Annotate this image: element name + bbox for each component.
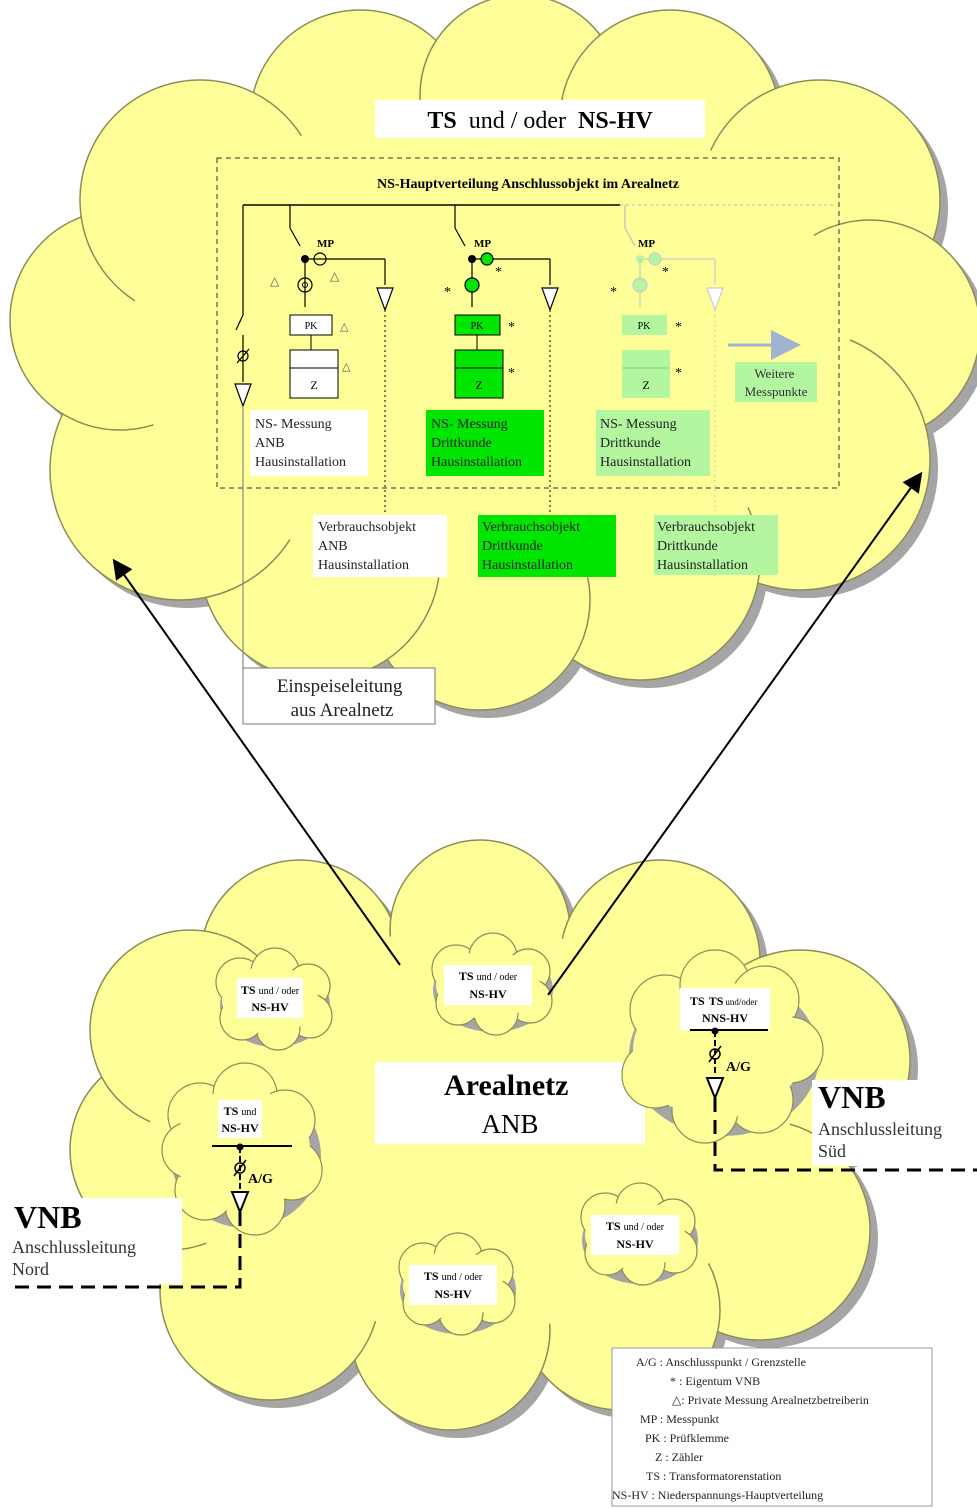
svg-text:NS-HV: NS-HV bbox=[221, 1121, 259, 1135]
svg-text:Z: Z bbox=[310, 378, 317, 392]
small-cloud-top: TS und / oder NS-HV bbox=[431, 932, 553, 1036]
svg-text:TS und / oder: TS und / oder bbox=[241, 983, 300, 997]
svg-text:PK: PK bbox=[305, 321, 319, 332]
svg-text:△: △ bbox=[342, 361, 351, 373]
feed-in-line bbox=[234, 314, 252, 668]
svg-text:Z: Z bbox=[642, 378, 649, 392]
einspeise-label: Einspeiseleitung aus Arealnetz bbox=[277, 676, 407, 721]
vnb-nord: VNB Anschlussleitung Nord bbox=[10, 1198, 242, 1289]
svg-text:MP: MP bbox=[474, 238, 491, 250]
svg-text:NS-HV: NS-HV bbox=[434, 1287, 472, 1301]
svg-text:Anschlussleitung Nord: Anschlussleitung Nord bbox=[12, 1237, 141, 1279]
small-cloud-tl: TS und / oder NS-HV bbox=[215, 947, 333, 1051]
svg-text:PK: PK bbox=[638, 321, 652, 332]
arealnetz-center-box bbox=[375, 1062, 645, 1144]
svg-text:Z: Z bbox=[475, 378, 482, 392]
svg-text:TS und / oder: TS und / oder bbox=[606, 1219, 665, 1233]
meter-future-label: NS- Messung Drittkunde Hausinstallation bbox=[600, 417, 691, 470]
svg-text:△: △ bbox=[270, 274, 280, 288]
svg-text:*: * bbox=[662, 265, 669, 280]
svg-text:NS-HV: NS-HV bbox=[251, 1000, 289, 1014]
svg-text:TS und / oder: TS und / oder bbox=[459, 969, 518, 983]
vo-drittkunde-label: Verbrauchsobjekt Drittkunde Hausinstalla… bbox=[482, 520, 583, 573]
top-title-box bbox=[375, 100, 705, 138]
meter-anb-label: NS- Messung ANB Hausinstallation bbox=[255, 417, 346, 470]
top-title: TS und / oder NS-HV bbox=[427, 108, 653, 134]
legend: A/G : Anschlusspunkt / Grenzstelle * : E… bbox=[611, 1347, 933, 1507]
einspeise-box bbox=[242, 667, 436, 725]
svg-text:*: * bbox=[508, 320, 515, 335]
svg-text:NNS-HV: NNS-HV bbox=[702, 1011, 748, 1025]
svg-text:MP: MP bbox=[638, 238, 655, 250]
svg-text:VNB: VNB bbox=[818, 1079, 886, 1115]
svg-text:NS-HV: NS-HV bbox=[469, 987, 507, 1001]
arrow-right bbox=[547, 471, 923, 996]
svg-text:NS-HV: NS-HV bbox=[616, 1237, 654, 1251]
meter-anb-label-box bbox=[250, 410, 368, 476]
svg-text:*: * bbox=[508, 366, 515, 381]
vnb-sued: VNB Anschlussleitung Süd bbox=[713, 1079, 977, 1172]
small-cloud-left-ag: TS und NS-HV A/G bbox=[161, 1062, 323, 1236]
vo-future-box bbox=[654, 515, 778, 575]
weitere-box bbox=[735, 362, 817, 402]
svg-text:*: * bbox=[675, 320, 682, 335]
svg-text:TS und: TS und bbox=[224, 1104, 257, 1118]
vo-anb-box bbox=[313, 515, 447, 577]
meter-anb: MP △ △ PK △ Z △ bbox=[270, 205, 394, 399]
svg-text:*: * bbox=[495, 265, 502, 280]
svg-text:△: △ bbox=[340, 321, 349, 333]
svg-text:TS und / oder: TS und / oder bbox=[424, 1269, 483, 1283]
svg-text:VNB: VNB bbox=[14, 1199, 82, 1235]
small-cloud-bl: TS und / oder NS-HV bbox=[398, 1232, 516, 1336]
svg-text:*: * bbox=[444, 285, 451, 300]
meter-future: MP * * PK * Z * bbox=[610, 205, 724, 398]
nshv-dashed-box bbox=[216, 157, 840, 489]
small-cloud-br: TS und / oder NS-HV bbox=[580, 1182, 698, 1286]
svg-text:*: * bbox=[610, 285, 617, 300]
svg-text:PK: PK bbox=[471, 321, 485, 332]
arealnetz-center-label: Arealnetz ANB bbox=[444, 1069, 576, 1139]
nshv-box-title: NS-Hauptverteilung Anschlussobjekt im Ar… bbox=[377, 177, 679, 192]
meter-future-label-box bbox=[596, 410, 710, 476]
vo-anb-label: Verbrauchsobjekt ANB Hausinstallation bbox=[318, 520, 419, 573]
svg-text:A/G : Anschlusspunkt / Grenzst: A/G : Anschlusspunkt / Grenzstelle * : E… bbox=[612, 1355, 872, 1502]
svg-text:MP: MP bbox=[317, 238, 334, 250]
svg-text:Anschlussleitung Süd: Anschlussleitung Süd bbox=[818, 1119, 947, 1161]
svg-text:A/G: A/G bbox=[248, 1172, 273, 1187]
svg-text:△: △ bbox=[330, 269, 340, 283]
weitere-label: Weitere Messpunkte bbox=[745, 366, 808, 399]
meter-drittkunde-label: NS- Messung Drittkunde Hausinstallation bbox=[431, 417, 522, 470]
arrow-left bbox=[112, 558, 401, 966]
svg-text:*: * bbox=[675, 366, 682, 381]
svg-text:A/G: A/G bbox=[726, 1060, 751, 1075]
meter-drittkunde-label-box bbox=[426, 410, 544, 476]
vo-drittkunde-box bbox=[478, 515, 616, 577]
vo-future-label: Verbrauchsobjekt Drittkunde Hausinstalla… bbox=[657, 520, 758, 573]
meter-drittkunde: MP * * PK * Z * bbox=[444, 205, 559, 399]
